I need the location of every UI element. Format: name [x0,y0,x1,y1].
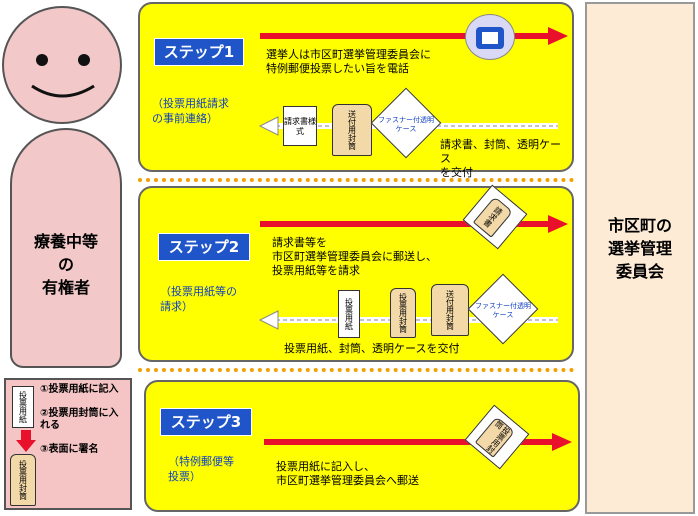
committee-label: 市区町の 選挙管理 委員会 [607,216,672,281]
step2-ballot-envelope: 投票用封筒 [390,288,416,338]
step-separator-1 [138,178,574,182]
step2-ballot-doc: 投票用紙 [338,290,360,338]
step1-title: ステップ1 [154,38,244,66]
legend-ballot-doc: 投票用紙 [12,386,34,428]
telephone-icon [465,14,515,60]
down-arrow-icon [16,430,36,452]
person-body [10,128,122,368]
step2-send-envelope: 送付用封筒 [431,284,469,336]
step3-subtitle: （特例郵便等投票） [168,455,234,483]
step2-bottom-text: 投票用紙、封筒、透明ケースを交付 [284,342,460,355]
legend-steps: ①投票用紙に記入 ②投票用封筒に入れる ③表面に署名 [40,384,119,455]
step1-case-label: ファスナー付透明ケース [378,116,434,133]
step1-envelope: 送付用封筒 [332,104,372,156]
step1-subtitle: （投票用紙請求の事前連絡） [152,97,229,125]
person-head [2,6,122,124]
step-separator-2 [138,368,574,372]
person-label: 療養中等 の 有権者 [33,232,98,297]
step1-form-doc: 請求書様式 [283,106,317,146]
smiley-face-icon [31,54,95,98]
committee-box [585,2,695,514]
step1-top-text: 選挙人は市区町選挙管理委員会に特例郵便投票したい旨を電話 [266,48,431,75]
step1-right-arrow [260,27,568,45]
step2-top-text: 請求書等を市区町選挙管理委員会に郵送し、投票用紙等を請求 [272,236,437,277]
step2-subtitle: （投票用紙等の請求） [160,285,237,313]
step2-case-label: ファスナー付透明ケース [475,302,531,319]
legend-envelope: 投票用封筒 [10,454,36,506]
step1-bottom-text: 請求書、封筒、透明ケースを交付 [440,138,561,179]
step3-title: ステップ3 [160,408,252,436]
step3-top-text: 投票用紙に記入し、市区町選挙管理委員会へ郵送 [276,460,419,487]
step2-title: ステップ2 [158,233,250,261]
